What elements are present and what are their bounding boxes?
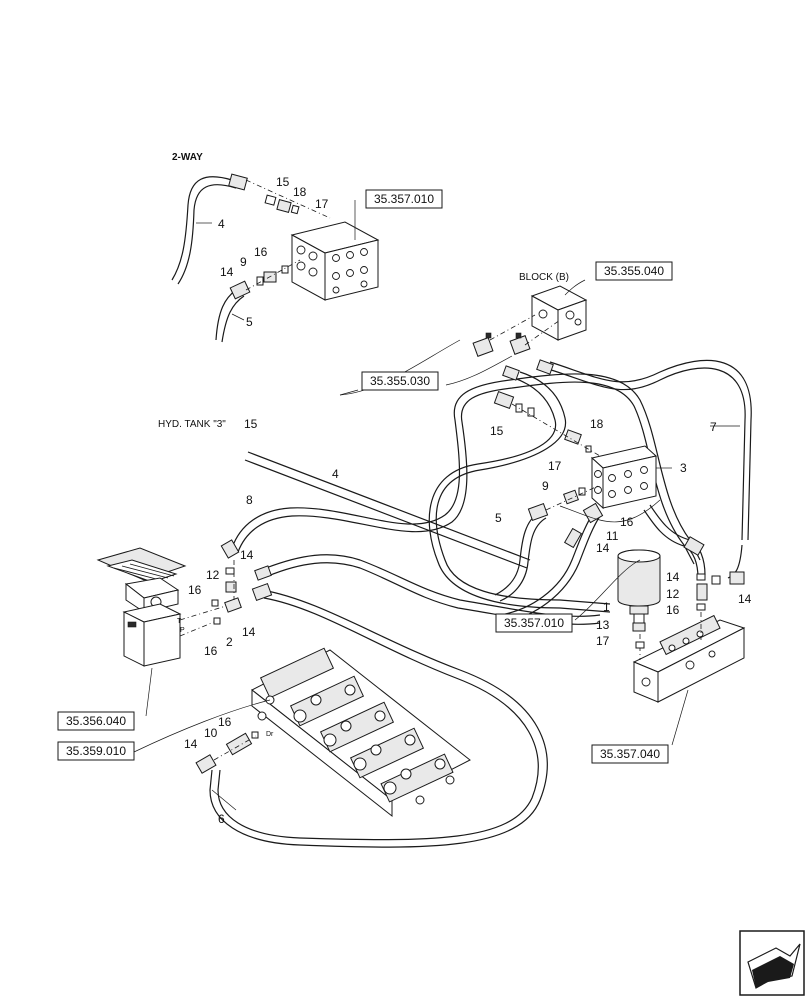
callout-13: 13 — [596, 618, 610, 632]
callout-6: 6 — [218, 812, 225, 826]
filter-1 — [617, 549, 661, 632]
ref-35-359-010[interactable]: 35.359.010 — [57, 741, 135, 761]
hose-6 — [209, 589, 548, 848]
manifold-35-357-040 — [632, 614, 746, 703]
ref-label: 35.357.010 — [374, 192, 434, 206]
callout-5: 5 — [495, 511, 502, 525]
callout-15: 15 — [276, 175, 290, 189]
callout-7: 7 — [710, 420, 717, 434]
ref-35-355-030[interactable]: 35.355.030 — [361, 371, 439, 391]
ref-label: 35.357.040 — [600, 747, 660, 761]
hose-4-top — [171, 176, 237, 285]
callout-numbers: 15 18 17 4 16 9 14 5 15 4 8 15 18 17 3 9… — [184, 175, 752, 826]
block-ports — [296, 245, 368, 294]
callout-9: 9 — [542, 479, 549, 493]
arrow-icon[interactable] — [739, 930, 805, 996]
ref-label: 35.355.030 — [370, 374, 430, 388]
two-way-label: 2-WAY — [172, 152, 203, 163]
fittings-top — [228, 173, 331, 300]
fittings-35-355-030 — [472, 314, 561, 381]
callout-12: 12 — [206, 568, 220, 582]
pedal-valve — [96, 547, 187, 667]
ref-35-355-040[interactable]: 35.355.040 — [595, 261, 673, 281]
callout-10: 10 — [204, 726, 218, 740]
callout-12: 12 — [666, 587, 680, 601]
callout-14: 14 — [240, 548, 254, 562]
callout-17: 17 — [596, 634, 610, 648]
ref-label: 35.356.040 — [66, 714, 126, 728]
callout-16: 16 — [620, 515, 634, 529]
callout-16: 16 — [218, 715, 232, 729]
hose-4-mid — [244, 451, 531, 569]
callout-3: 3 — [680, 461, 687, 475]
callout-14: 14 — [596, 541, 610, 555]
callout-18: 18 — [590, 417, 604, 431]
callout-4: 4 — [332, 467, 339, 481]
fittings-right — [635, 536, 745, 660]
hyd-tank-label: HYD. TANK "3" — [158, 419, 226, 430]
hose-loop-center — [428, 371, 611, 613]
callout-8: 8 — [246, 493, 253, 507]
port-t-label: T — [177, 618, 182, 625]
callout-16: 16 — [666, 603, 680, 617]
callout-14: 14 — [242, 625, 256, 639]
fittings-pedal — [179, 539, 273, 637]
hose-5-top — [215, 289, 245, 343]
fittings-valve — [195, 731, 259, 774]
callout-18: 18 — [293, 185, 307, 199]
fittings-mid — [493, 390, 604, 549]
ref-label: 35.357.010 — [504, 616, 564, 630]
callout-17: 17 — [548, 459, 562, 473]
callout-16: 16 — [204, 644, 218, 658]
ref-35-356-040[interactable]: 35.356.040 — [57, 711, 135, 731]
callout-4: 4 — [218, 217, 225, 231]
ref-35-357-010-top[interactable]: 35.357.010 — [365, 189, 443, 209]
hose-5-mid — [494, 511, 547, 602]
callout-14: 14 — [220, 265, 234, 279]
block-b — [530, 285, 588, 341]
callout-14: 14 — [666, 570, 680, 584]
callout-11: 11 — [606, 529, 619, 543]
callout-17: 17 — [315, 197, 329, 211]
valve-sections — [257, 647, 455, 805]
callout-14: 14 — [184, 737, 198, 751]
valve-block-top — [290, 221, 380, 301]
valve-block-mid — [590, 445, 658, 510]
ref-35-357-010-mid[interactable]: 35.357.010 — [495, 613, 573, 633]
control-valve — [251, 647, 471, 818]
callout-14: 14 — [738, 592, 752, 606]
callout-16: 16 — [188, 583, 202, 597]
port-p-label: P — [180, 627, 185, 634]
callout-1: 1 — [603, 600, 610, 614]
ref-label: 35.359.010 — [66, 744, 126, 758]
ref-label: 35.355.040 — [604, 264, 664, 278]
callout-9: 9 — [240, 255, 247, 269]
callout-16: 16 — [254, 245, 268, 259]
callout-15: 15 — [490, 424, 504, 438]
hose-8 — [231, 373, 701, 565]
callout-5: 5 — [246, 315, 253, 329]
ref-35-357-040[interactable]: 35.357.040 — [591, 744, 669, 764]
block-b-label: BLOCK (B) — [519, 272, 569, 283]
callout-15: 15 — [244, 417, 258, 431]
callout-2: 2 — [226, 635, 233, 649]
port-dr-label: Dr — [266, 731, 274, 738]
